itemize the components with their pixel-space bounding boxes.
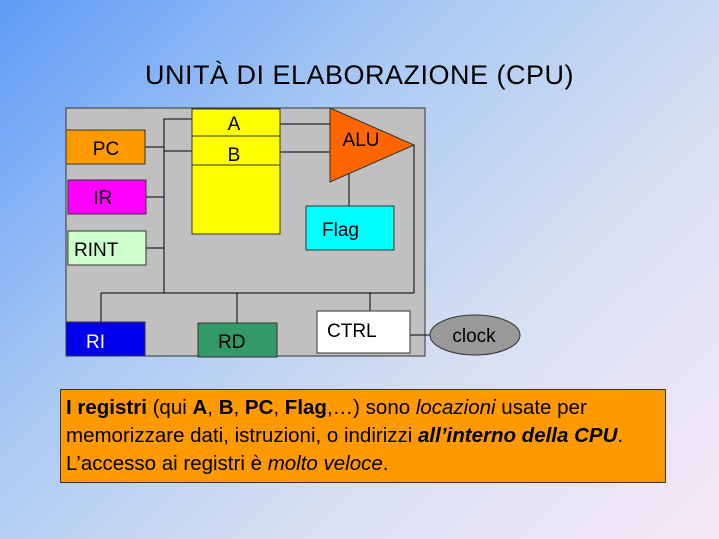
ir-label: IR	[94, 188, 113, 209]
register-rd: RD	[197, 322, 278, 358]
note-text: Flag	[284, 396, 327, 419]
register-a-label: A	[228, 114, 241, 135]
note-text: molto veloce	[267, 452, 383, 475]
bus-lines	[100, 118, 431, 336]
clock-label: clock	[452, 326, 496, 347]
register-pc: PC	[65, 129, 146, 165]
pc-label: PC	[93, 139, 119, 160]
note-text: ,	[207, 396, 219, 419]
register-ir: IR	[67, 179, 147, 215]
note-text: I registri	[66, 396, 147, 419]
registers-note: I registri (qui A, B, PC, Flag,…) sono l…	[60, 389, 666, 483]
note-text: B	[218, 396, 234, 419]
slide-title: UNITÀ DI ELABORAZIONE (CPU)	[144, 60, 575, 90]
register-ri: RI	[65, 321, 146, 357]
register-rint: RINT	[67, 230, 147, 266]
register-b-label: B	[228, 145, 241, 166]
rint-label: RINT	[74, 240, 119, 261]
rd-label: RD	[218, 332, 245, 353]
note-text: . L’accesso ai registri è	[66, 424, 624, 475]
note-text: locazioni	[415, 396, 496, 419]
register-flag: Flag	[305, 205, 395, 251]
note-text: ,	[233, 396, 245, 419]
note-text: usate per memorizzare dati, istruzioni, …	[66, 396, 587, 447]
ctrl-label: CTRL	[327, 321, 377, 342]
note-text: ,…) sono	[326, 396, 416, 419]
note-text: (qui	[146, 396, 193, 419]
note-text: PC	[244, 396, 274, 419]
ri-label: RI	[86, 332, 105, 353]
control-unit: CTRL	[316, 310, 411, 354]
alu: ALU	[329, 107, 416, 183]
note-text: ,	[273, 396, 285, 419]
flag-label: Flag	[322, 220, 359, 241]
note-text: A	[192, 396, 208, 419]
alu-label: ALU	[343, 130, 380, 151]
register-file-ab: A B	[191, 108, 281, 235]
note-text: .	[382, 452, 389, 475]
clock: clock	[429, 314, 521, 356]
note-text: all’interno della CPU	[418, 424, 618, 447]
